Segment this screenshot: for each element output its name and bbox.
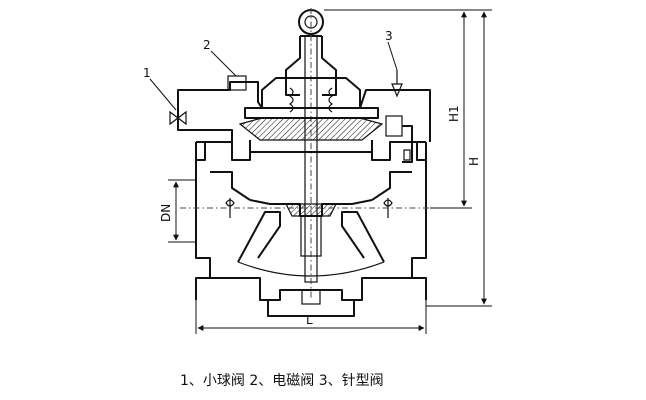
pilot-piping-left [169,75,263,142]
l-label: L [306,313,313,327]
dn-label: DN [159,204,173,222]
dn-dimension [168,179,196,243]
h-label: H [467,157,481,166]
legend-caption: 1、小球阀 2、电磁阀 3、针型阀 [180,373,384,389]
callout-2: 2 [203,38,211,52]
port-bolts [225,198,393,218]
callout-3: 3 [385,29,393,43]
l-dimension [195,300,427,334]
callout-leaders [149,41,398,111]
pilot-piping-right [359,70,431,163]
solenoid-valve-symbol [227,75,247,91]
valve-body [195,141,427,317]
valve-seat [237,199,385,305]
diaphragm [238,117,384,153]
h-dimension [324,9,492,307]
callout-1: 1 [143,66,151,80]
valve-stem [304,8,318,300]
bonnet [244,77,379,119]
ball-valve-symbol [169,110,187,126]
h1-label: H1 [447,105,461,122]
